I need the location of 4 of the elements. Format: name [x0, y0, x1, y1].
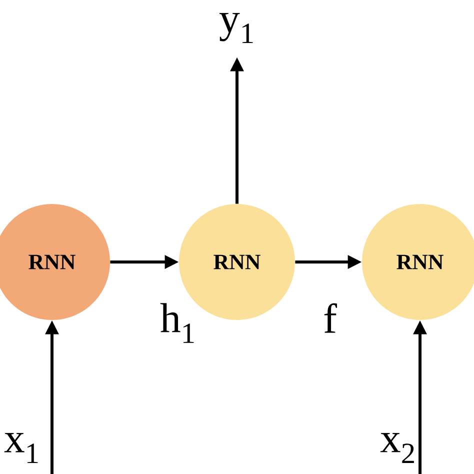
edge-label: f [324, 303, 337, 333]
variable-label: x$_{2}$ [380, 432, 414, 464]
variable-label: x$_{1}$ [4, 433, 38, 463]
variable-label: y$_{1}$ [220, 13, 253, 43]
